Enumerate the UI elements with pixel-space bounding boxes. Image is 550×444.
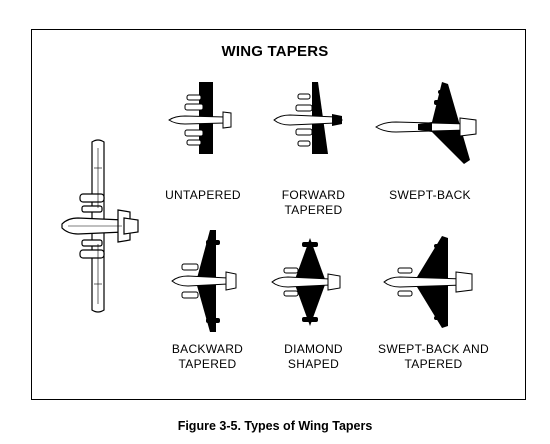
label-backward-tapered: BACKWARD TAPERED — [171, 342, 244, 371]
untapered-wing-silhouette — [168, 82, 232, 154]
backward-tapered-wing-silhouette — [171, 230, 237, 332]
figure-frame — [31, 29, 526, 400]
label-swept-back-and-tapered: SWEPT-BACK AND TAPERED — [378, 342, 489, 371]
label-diamond-shaped: DIAMOND SHAPED — [284, 342, 343, 371]
swept-back-wing-silhouette — [375, 82, 477, 164]
diamond-shaped-wing-silhouette — [271, 238, 341, 326]
reference-airplane-outline — [61, 139, 139, 313]
figure-caption: Figure 3-5. Types of Wing Tapers — [177, 419, 373, 433]
figure-title: WING TAPERS — [221, 43, 329, 60]
label-untapered: UNTAPERED — [165, 188, 241, 202]
swept-back-and-tapered-wing-silhouette — [383, 236, 473, 328]
forward-tapered-wing-silhouette — [273, 82, 343, 154]
label-swept-back: SWEPT-BACK — [389, 188, 471, 202]
label-forward-tapered: FORWARD TAPERED — [281, 188, 346, 217]
